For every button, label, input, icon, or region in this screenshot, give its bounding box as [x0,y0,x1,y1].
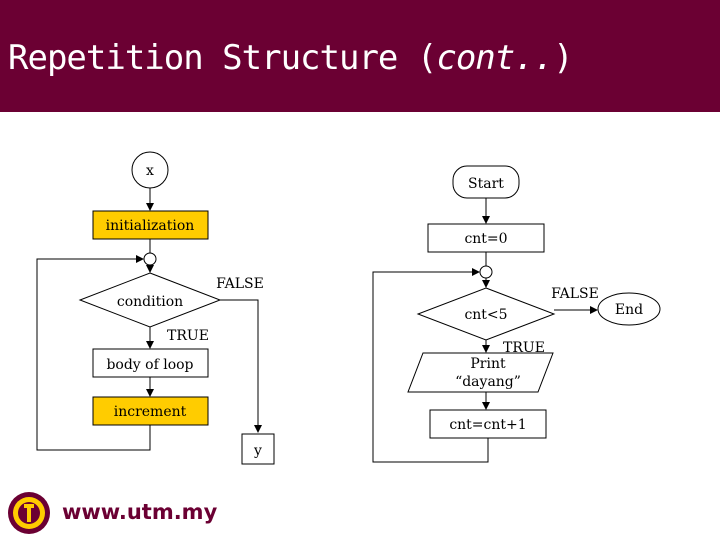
flowchart: x initialization condition FALSE TRUE bo… [36,151,661,465]
print-label-line1: Print [470,356,506,372]
title-main: Repetition Structure ( [8,38,437,78]
end-label: End [615,302,643,318]
title-bar [0,0,720,112]
cnt-condition-label: cnt<5 [464,307,507,323]
cnt-init-box [427,223,545,253]
end-terminal [597,292,661,326]
body-of-loop-label: body of loop [106,357,193,373]
utm-logo-icon [8,492,50,534]
title-end: ) [553,38,574,78]
print-parallelogram [407,352,554,393]
increment-label: increment [114,404,187,420]
cnt-init-label: cnt=0 [464,231,507,247]
connector-x-label: x [146,163,154,179]
slide-title: Repetition Structure (cont..) [8,38,574,78]
false-label-right: FALSE [551,286,599,302]
initialization-label: initialization [106,218,195,234]
print-label-line2: “dayang” [455,374,521,390]
start-label: Start [468,176,504,192]
footer-url: www.utm.my [62,500,218,524]
false-label-left: FALSE [216,276,264,292]
body-of-loop-box [92,348,209,378]
loop-junction-left [143,252,157,266]
connector-y-label: y [253,443,262,459]
title-italic: cont.. [436,38,554,78]
connector-y [241,433,275,465]
loop-junction-right [479,265,493,279]
increment-box [92,396,209,426]
condition-label: condition [117,294,183,310]
true-label-right: TRUE [503,340,545,356]
cnt-increment-label: cnt=cnt+1 [449,417,526,433]
cnt-increment-box [429,409,547,439]
true-label-left: TRUE [167,328,209,344]
